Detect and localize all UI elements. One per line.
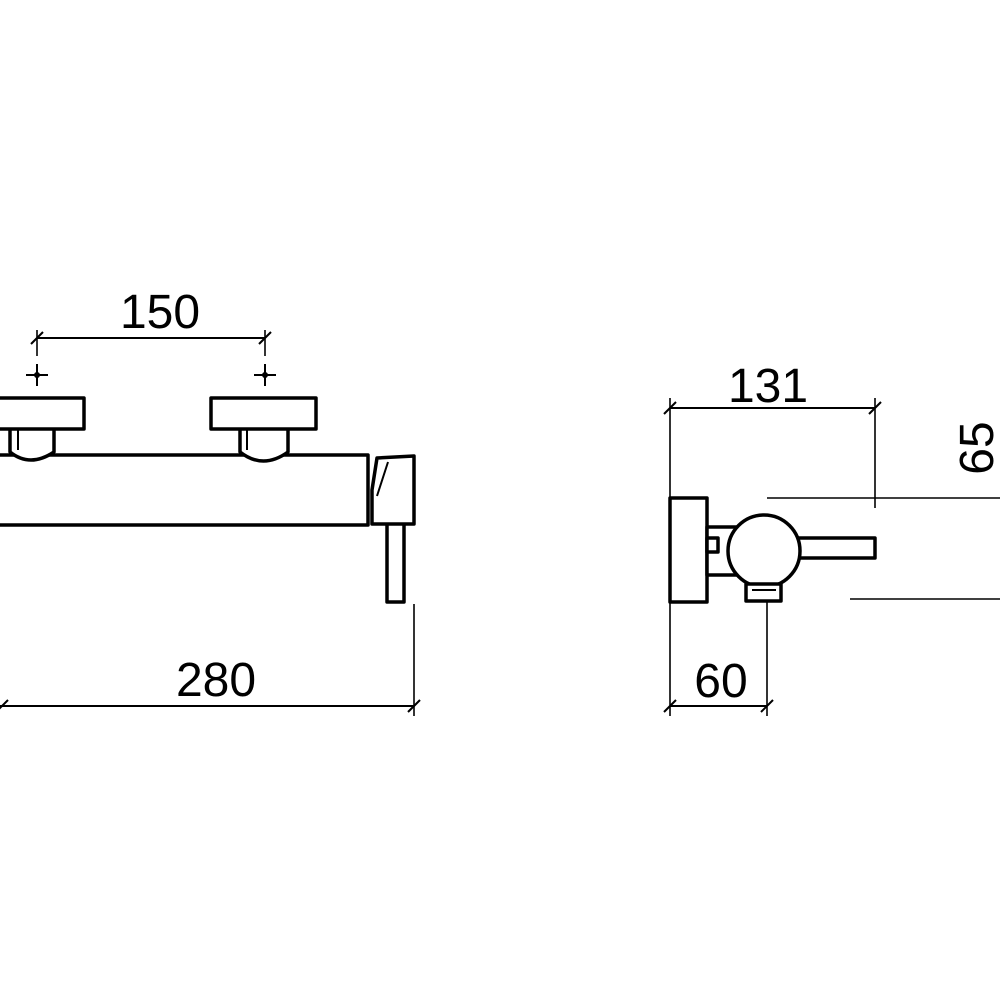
side-view: 131 65 60 xyxy=(663,360,1000,716)
outlet xyxy=(744,582,783,603)
left-axis-cross xyxy=(26,364,48,386)
side-lever xyxy=(788,536,877,560)
lever-handle xyxy=(370,454,416,604)
dimension-label-150: 150 xyxy=(120,286,200,339)
dimension-60: 60 xyxy=(663,602,774,716)
dimension-label-65: 65 xyxy=(951,421,1000,474)
dimension-label-280: 280 xyxy=(176,654,256,707)
dimension-131: 131 xyxy=(663,360,882,508)
dimension-280: 280 xyxy=(0,604,421,716)
dimension-65: 65 xyxy=(767,421,1000,600)
left-connector xyxy=(0,396,86,462)
dimension-label-131: 131 xyxy=(728,360,808,413)
right-connector xyxy=(209,396,318,463)
wall-flange xyxy=(668,496,709,604)
dimension-150: 150 xyxy=(30,286,272,356)
right-axis-cross xyxy=(254,364,276,386)
valve-body xyxy=(0,453,370,527)
front-view: 150 280 xyxy=(0,286,421,716)
right-flange xyxy=(209,396,318,431)
cartridge-body xyxy=(726,513,802,589)
dimension-label-60: 60 xyxy=(694,655,747,708)
